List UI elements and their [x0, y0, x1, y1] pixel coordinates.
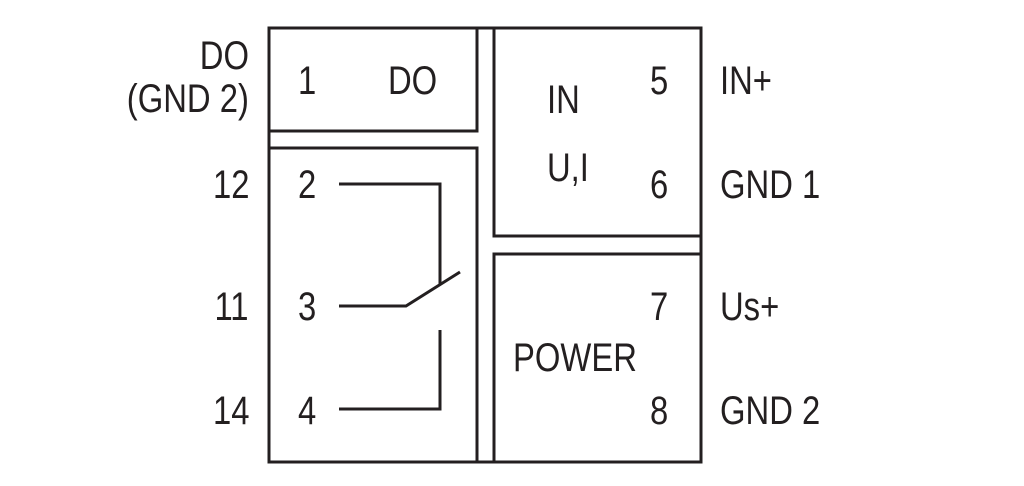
pin-1-label: 1	[298, 59, 317, 103]
do-gnd2-terminal-label: (GND 2)	[126, 77, 249, 121]
gnd2-terminal-label: GND 2	[720, 389, 821, 433]
relay-contact-common	[339, 270, 461, 308]
input-label: IN	[547, 78, 580, 122]
power-label: POWER	[513, 336, 637, 380]
pin-7-label: 7	[650, 285, 669, 329]
do-terminal-label: DO	[199, 34, 249, 78]
outer-frame	[267, 26, 703, 464]
relay-contact-nc	[339, 182, 442, 285]
terminal-14-label: 14	[212, 389, 249, 433]
pin-3-label: 3	[298, 285, 317, 329]
input-box	[492, 26, 703, 238]
relay-box	[267, 146, 479, 464]
pin-4-label: 4	[298, 389, 317, 433]
power-box	[492, 252, 703, 464]
pin-6-label: 6	[650, 163, 669, 207]
input-type-label: U,I	[547, 146, 589, 190]
do-output-label: DO	[388, 59, 438, 103]
relay-contact-no	[339, 330, 442, 411]
pin-2-label: 2	[298, 163, 317, 207]
pin-8-label: 8	[650, 389, 669, 433]
do-box	[267, 26, 479, 133]
us-plus-terminal-label: Us+	[720, 285, 780, 329]
gnd1-terminal-label: GND 1	[720, 163, 821, 207]
in-plus-terminal-label: IN+	[720, 59, 772, 103]
terminal-11-label: 11	[214, 285, 249, 329]
terminal-12-label: 12	[212, 163, 249, 207]
pin-5-label: 5	[650, 59, 669, 103]
